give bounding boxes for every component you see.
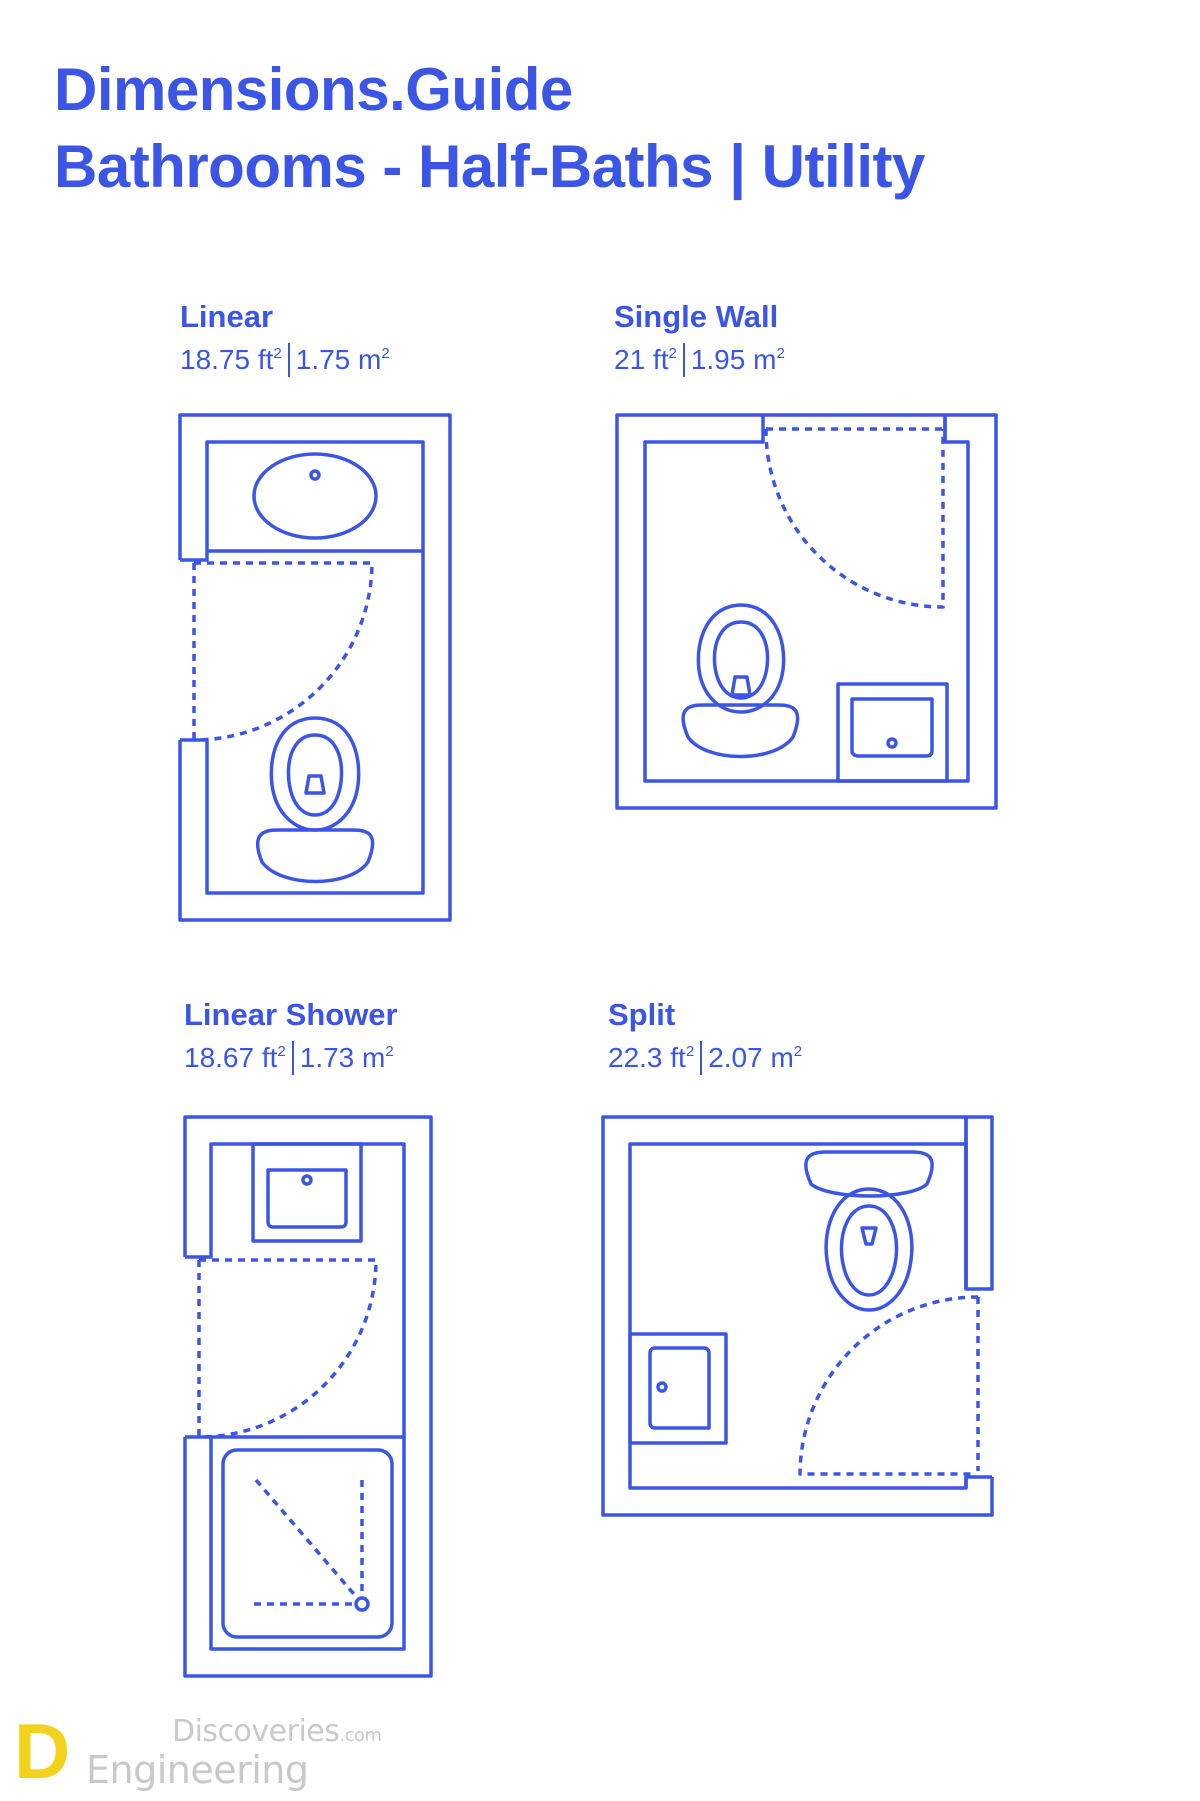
area-superscript: 2	[273, 345, 282, 362]
plan-split	[601, 1115, 994, 1517]
plan-linear	[178, 413, 452, 922]
plan-linear-shower	[183, 1115, 433, 1678]
outer-wall	[615, 413, 998, 810]
toilet-tank	[804, 1150, 934, 1198]
sink-drain	[301, 1174, 313, 1186]
inner-wall	[628, 1142, 992, 1490]
sink-drain	[656, 1381, 668, 1393]
area-m: 1.73 m	[299, 1042, 386, 1073]
area-m: 1.75 m	[295, 344, 382, 375]
area-superscript: 2	[776, 345, 785, 362]
sink-drain	[886, 737, 898, 749]
sink-cabinet	[251, 1142, 363, 1243]
logo-mark: D	[14, 1707, 71, 1795]
outer-wall	[178, 413, 452, 922]
sink-basin	[266, 1168, 348, 1229]
area-ft: 18.75 ft	[180, 344, 274, 375]
area-superscript: 2	[381, 345, 390, 362]
plan-name: Linear Shower	[184, 997, 398, 1032]
logo-text-top: Discoveries.com	[172, 1714, 382, 1749]
toilet-tank	[681, 703, 800, 759]
toilet	[681, 603, 800, 759]
engineering-discoveries-logo: D Discoveries.com Engineering	[8, 1706, 382, 1796]
logo-word-discoveries: Discoveries	[172, 1714, 340, 1749]
shower-drain	[354, 1596, 370, 1612]
door-swing-arc	[193, 561, 374, 742]
toilet-seat	[286, 733, 344, 817]
door-jamb-top	[964, 1115, 994, 1291]
inner-wall	[185, 1142, 406, 1651]
toilet-tank	[255, 828, 375, 884]
area-ft: 21 ft	[614, 344, 669, 375]
area-m: 2.07 m	[708, 1042, 794, 1073]
toilet-bowl	[696, 603, 786, 714]
toilet-drain	[304, 774, 326, 795]
wall-sink	[628, 1332, 728, 1445]
area-ft: 18.67 ft	[184, 1042, 278, 1073]
plan-single-wall	[615, 413, 998, 810]
toilet	[255, 716, 375, 884]
toilet-seat	[712, 620, 770, 700]
separator-bar	[287, 343, 290, 377]
shower-tray	[221, 1448, 394, 1639]
door-swing-arc	[798, 1295, 979, 1476]
toilet-drain	[730, 675, 752, 697]
sink-drain	[309, 469, 321, 481]
separator-bar	[291, 1041, 294, 1075]
area-ft: 22.3 ft	[608, 1042, 686, 1073]
door-swing-arc	[764, 428, 945, 609]
inner-wall	[180, 440, 425, 895]
toilet-seat	[839, 1204, 899, 1297]
shower-slope-line	[254, 1478, 361, 1602]
area-superscript: 2	[385, 1043, 394, 1060]
sink-basin	[850, 697, 934, 758]
outer-wall	[601, 1115, 994, 1517]
door-swing-arc	[198, 1258, 378, 1439]
toilet-bowl	[269, 716, 361, 832]
area-m: 1.95 m	[690, 344, 777, 375]
plan-name: Linear	[180, 299, 274, 334]
sink-basin	[252, 452, 378, 540]
wall-sink	[836, 682, 949, 783]
logo-domain-suffix: .com	[339, 1725, 382, 1746]
plan-name: Split	[608, 997, 676, 1032]
logo-text-bottom: Engineering	[86, 1748, 309, 1792]
separator-bar	[700, 1041, 703, 1075]
toilet-drain	[860, 1226, 878, 1246]
area-superscript: 2	[793, 1043, 803, 1060]
page-title-line-1: Dimensions.Guide	[54, 56, 573, 123]
inner-wall	[643, 413, 970, 783]
shower	[211, 1435, 404, 1639]
toilet	[804, 1150, 934, 1312]
area-superscript: 2	[277, 1043, 286, 1060]
area-superscript: 2	[668, 345, 677, 362]
outer-wall	[183, 1115, 433, 1678]
area-superscript: 2	[685, 1043, 695, 1060]
plan-name: Single Wall	[614, 299, 779, 334]
sink-cabinet	[836, 682, 949, 783]
sink-basin	[648, 1346, 711, 1430]
sink-cabinet	[628, 1332, 728, 1445]
page-title-line-2: Bathrooms - Half-Baths | Utility	[54, 133, 925, 200]
separator-bar	[682, 343, 685, 377]
toilet-bowl	[824, 1187, 914, 1312]
